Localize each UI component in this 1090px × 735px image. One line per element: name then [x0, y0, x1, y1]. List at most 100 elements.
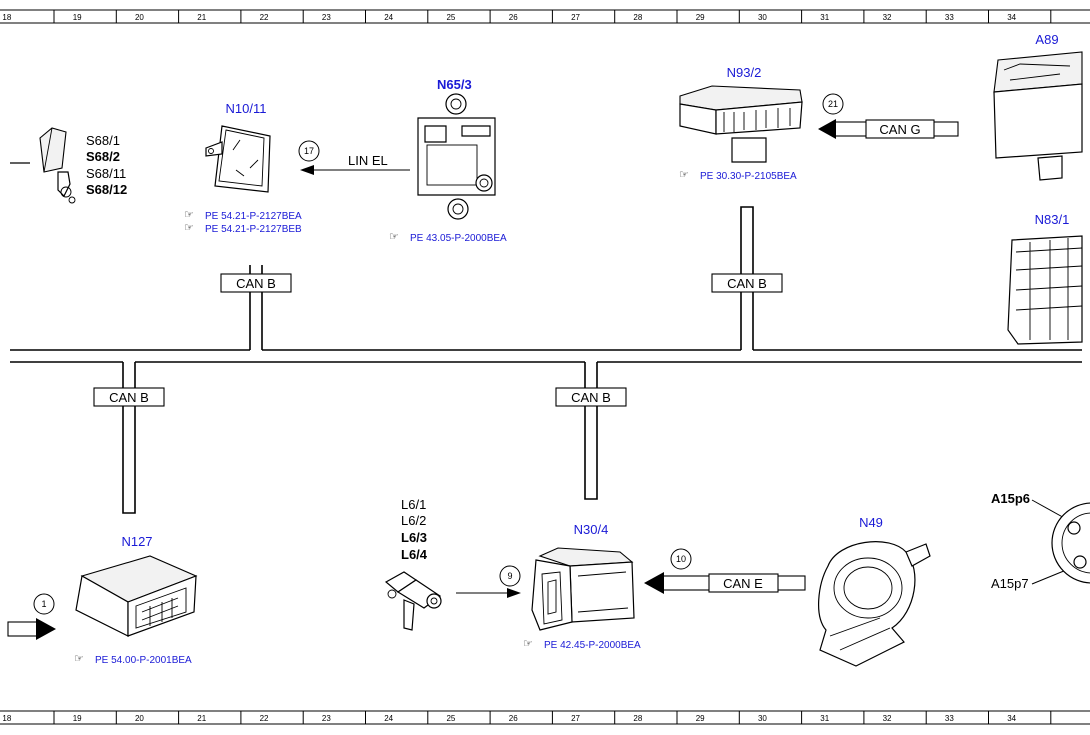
l6-1-label: L6/1 [401, 497, 426, 512]
n83-1-id: N83/1 [1035, 212, 1070, 227]
can-b-text: CAN B [109, 390, 149, 405]
a15p6-label: A15p6 [991, 491, 1030, 506]
grid-column-number: 24 [384, 714, 393, 723]
reference-n30-4: ☞ PE 42.45-P-2000BEA [523, 638, 641, 651]
grid-column-number: 30 [758, 714, 767, 723]
instrument-cluster-icon [1051, 502, 1090, 584]
grid-column-number: 20 [135, 13, 144, 22]
grid-column-number: 31 [820, 714, 829, 723]
grid-column-number: 22 [260, 714, 269, 723]
a89-id: A89 [1035, 32, 1058, 47]
grid-column-number: 34 [1007, 13, 1016, 22]
l6-sensor-component: L6/1 L6/2 L6/3 L6/4 9 [384, 497, 521, 631]
connector-number-1: 1 [41, 599, 46, 609]
lin-el-label: LIN EL [348, 153, 388, 168]
pointing-hand-icon: ☞ [184, 209, 194, 221]
ref-n10-11-a-text: PE 54.21-P-2127BEA [205, 211, 302, 222]
arrow-left-icon [300, 165, 314, 175]
grid-column-number: 27 [571, 714, 580, 723]
n93-2-component: N93/2 ☞ PE 30.30-P-2105BEA [679, 65, 803, 182]
arrow-left-icon [644, 572, 664, 594]
control-unit-icon [1007, 235, 1083, 345]
s68-12-label: S68/12 [86, 182, 127, 197]
s68-switch-component: S68/1 S68/2 S68/11 S68/12 [10, 127, 127, 204]
pointing-hand-icon: ☞ [74, 653, 84, 665]
arrow-right-icon [507, 588, 521, 598]
n49-component: N49 [818, 515, 931, 667]
connector-number-17: 17 [304, 146, 314, 156]
can-e-connection: 10 CAN E [644, 548, 806, 594]
l6-3-label: L6/3 [401, 530, 427, 545]
n93-2-id: N93/2 [727, 65, 762, 80]
reference-n65-3: ☞ PE 43.05-P-2000BEA [389, 231, 507, 244]
can-g-label: CAN G [879, 122, 920, 137]
grid-column-number: 33 [945, 13, 954, 22]
n127-input-connection: 1 [7, 593, 56, 640]
arrow-right-icon [36, 618, 56, 640]
n30-4-component: N30/4 ☞ PE 42.45-P-2000BEA [523, 522, 641, 651]
grid-column-number: 31 [820, 13, 829, 22]
n30-4-id: N30/4 [574, 522, 609, 537]
n127-component: N127 ☞ PE 54.00-P-2001BEA [74, 534, 198, 666]
grid-column-number: 34 [1007, 714, 1016, 723]
can-b-text: CAN B [571, 390, 611, 405]
a15-component: A15p6 A15p7 [991, 491, 1090, 591]
grid-column-number: 28 [633, 714, 642, 723]
grid-column-number: 33 [945, 714, 954, 723]
a89-component: A89 [993, 32, 1083, 181]
reference-n10-11-b: ☞ PE 54.21-P-2127BEB [184, 222, 302, 235]
s68-11-label: S68/11 [86, 166, 126, 181]
n83-1-component: N83/1 [1007, 212, 1083, 345]
can-b-text: CAN B [236, 276, 276, 291]
connector-number-21: 21 [828, 99, 838, 109]
grid-column-number: 32 [883, 714, 892, 723]
speed-sensor-icon [384, 571, 442, 631]
s68-2-label: S68/2 [86, 149, 120, 164]
ref-n93-2-text: PE 30.30-P-2105BEA [700, 171, 797, 182]
can-b-bus [10, 206, 1082, 514]
can-b-label-bottom-left: CAN B [93, 387, 165, 407]
pointing-hand-icon: ☞ [523, 638, 533, 650]
ref-n127-text: PE 54.00-P-2001BEA [95, 655, 192, 666]
seat-switch-icon [39, 127, 76, 204]
n65-3-id: N65/3 [437, 77, 472, 92]
can-b-label-top-right: CAN B [711, 273, 783, 293]
l6-4-label: L6/4 [401, 547, 428, 562]
n65-3-component: N65/3 ☞ PE 43.05-P-2000BEA [389, 77, 507, 244]
grid-column-number: 22 [260, 13, 269, 22]
lin-el-connection: 17 LIN EL [298, 140, 410, 175]
grid-column-number: 27 [571, 13, 580, 22]
control-module-icon [205, 125, 271, 193]
can-e-label: CAN E [723, 576, 763, 591]
pointing-hand-icon: ☞ [389, 231, 399, 243]
grid-column-number: 29 [696, 714, 705, 723]
grid-column-number: 23 [322, 714, 331, 723]
grid-column-number: 23 [322, 13, 331, 22]
grid-column-number: 19 [73, 714, 82, 723]
ref-n30-4-text: PE 42.45-P-2000BEA [544, 640, 641, 651]
grid-column-number: 30 [758, 13, 767, 22]
ref-n10-11-b-text: PE 54.21-P-2127BEB [205, 224, 302, 235]
central-gateway-icon [679, 85, 803, 163]
steering-angle-sensor-icon [818, 541, 931, 667]
reference-n93-2: ☞ PE 30.30-P-2105BEA [679, 169, 797, 182]
radar-sensor-icon [993, 51, 1083, 181]
l6-2-label: L6/2 [401, 513, 426, 528]
abs-control-unit-icon [531, 547, 635, 631]
grid-column-number: 24 [384, 13, 393, 22]
reference-n127: ☞ PE 54.00-P-2001BEA [74, 653, 192, 666]
grid-column-number: 26 [509, 13, 518, 22]
s68-1-label: S68/1 [86, 133, 120, 148]
grid-column-number: 29 [696, 13, 705, 22]
grid-column-number: 25 [446, 714, 455, 723]
can-b-text: CAN B [727, 276, 767, 291]
reference-n10-11-a: ☞ PE 54.21-P-2127BEA [184, 209, 302, 222]
grid-column-number: 32 [883, 13, 892, 22]
ref-n65-3-text: PE 43.05-P-2000BEA [410, 233, 507, 244]
electronic-control-unit-icon [75, 555, 198, 637]
grid-column-number: 18 [2, 13, 11, 22]
can-b-label-bottom-mid: CAN B [555, 387, 627, 407]
sensor-module-icon [417, 93, 496, 220]
